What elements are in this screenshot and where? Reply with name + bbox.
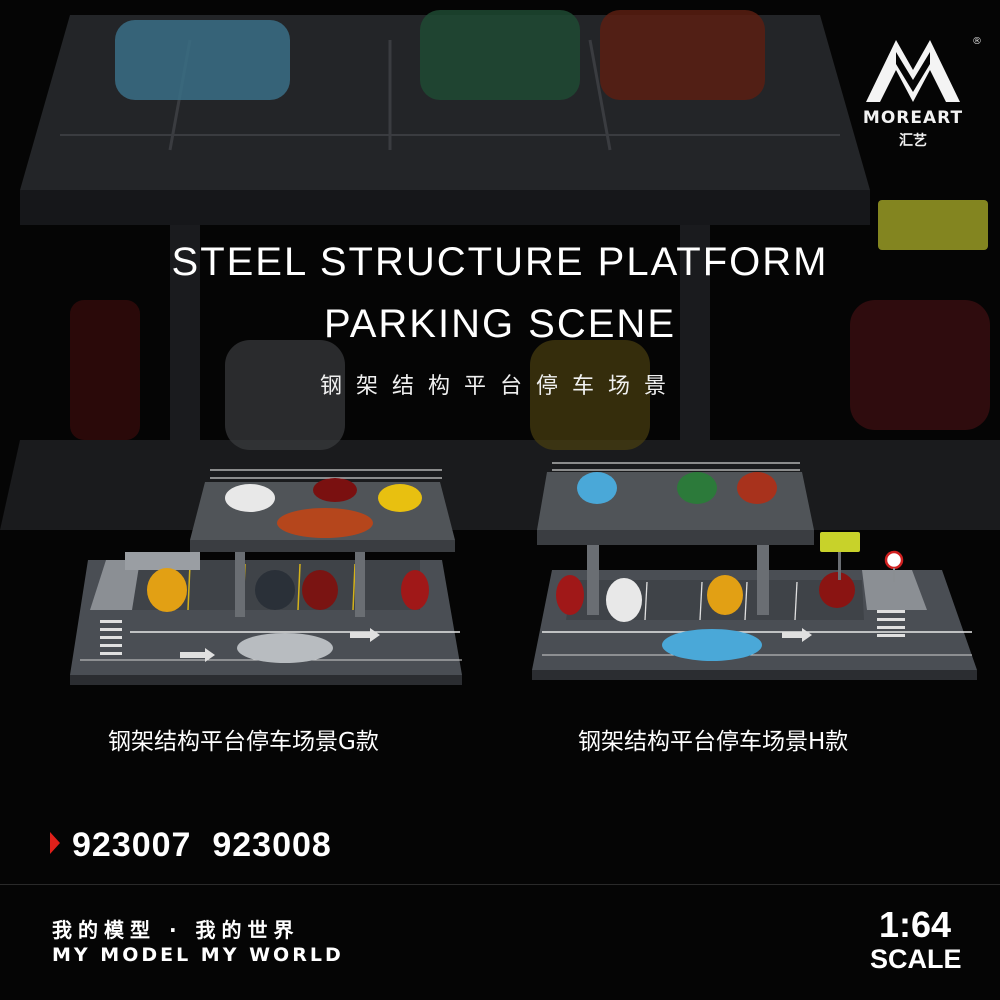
scale-ratio: 1:64: [878, 904, 952, 945]
red-arrow-icon: [50, 832, 60, 854]
moreart-mountain-mark-icon: [866, 40, 960, 102]
model-h-diorama: [532, 462, 977, 680]
scale-label: SCALE: [870, 944, 962, 974]
model-h-caption: 钢架结构平台停车场景H款: [578, 729, 849, 755]
headline-line-1: STEEL STRUCTURE PLATFORM: [171, 240, 829, 284]
moreart-logo: ® MOREART 汇艺: [838, 30, 988, 160]
model-g-caption: 钢架结构平台停车场景G款: [108, 729, 379, 755]
product-codes: 923007 923008: [72, 826, 332, 864]
headline-line-2: PARKING SCENE: [324, 302, 676, 346]
slogan-cn: 我的模型 · 我的世界: [52, 918, 300, 942]
slogan-en: MY MODEL MY WORLD: [52, 944, 344, 966]
brand-name-cn: 汇艺: [899, 133, 927, 149]
brand-name: MOREART: [862, 108, 964, 128]
footer-divider: [0, 884, 1000, 885]
headline-subtitle-cn: 钢架结构平台停车场景: [319, 374, 680, 399]
registered-mark: ®: [972, 36, 982, 47]
model-g-diorama: [70, 469, 462, 685]
